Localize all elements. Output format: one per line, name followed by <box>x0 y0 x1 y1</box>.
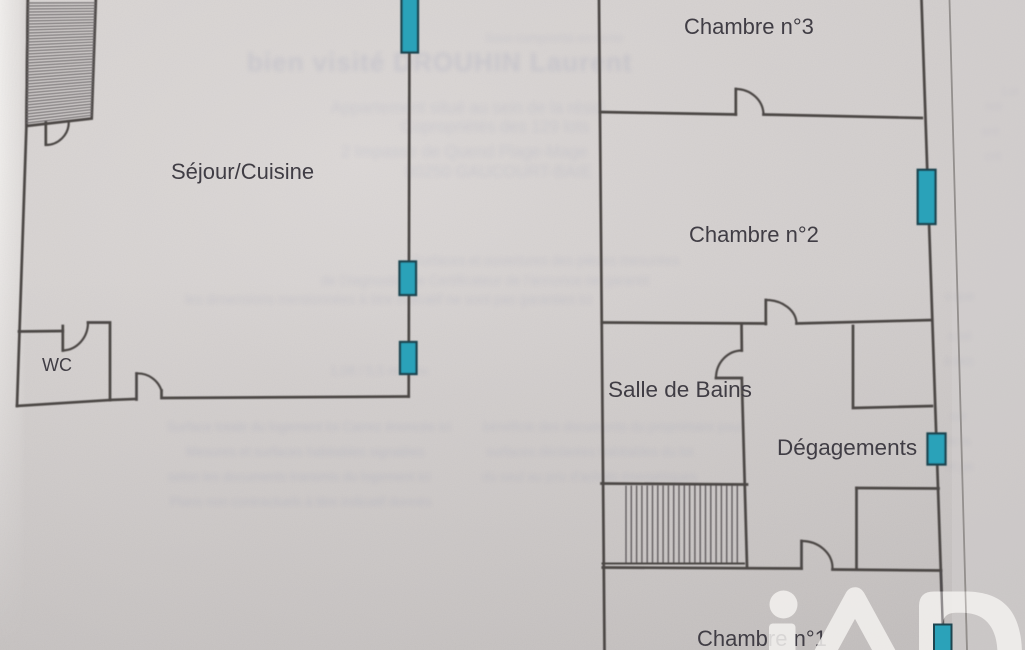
svg-text:bien visité DROUHIN Laurent: bien visité DROUHIN Laurent <box>247 47 632 77</box>
svg-text:Chambre n°1: Chambre n°1 <box>697 626 827 650</box>
svg-text:Chambre n°3: Chambre n°3 <box>684 14 814 39</box>
svg-text:surfaces déclarées habitables: surfaces déclarées habitables du lot <box>486 444 694 459</box>
svg-text:Appartement situé au sein de l: Appartement situé au sein de la résid. <box>331 99 608 117</box>
svg-text:Salle de Bains: Salle de Bains <box>608 377 752 402</box>
svg-text:selon les documents transmis d: selon les documents transmis du logement… <box>168 469 430 484</box>
svg-text:Surfaces et ouvertures des piè: Surfaces et ouvertures des pièces mesuré… <box>412 253 679 268</box>
svg-text:Loi: Loi <box>1002 84 1018 98</box>
svg-text:Dégagements: Dégagements <box>777 435 917 460</box>
svg-text:crit: crit <box>985 149 1002 163</box>
svg-text:Copropriétés des 129 lots: Copropriétés des 129 lots <box>401 118 589 136</box>
svg-text:et ga: et ga <box>946 459 973 473</box>
svg-text:de la: de la <box>944 434 970 448</box>
svg-text:Surface totale du logement loi: Surface totale du logement loi Carrez én… <box>167 419 451 434</box>
svg-text:80250 GAUCOURT-BAIE: 80250 GAUCOURT-BAIE <box>405 163 592 181</box>
svg-text:ent: ent <box>982 124 999 138</box>
svg-text:les dimensions mentionnées à t: les dimensions mentionnées à titre indic… <box>185 292 592 307</box>
svg-text:Chambre n°2: Chambre n°2 <box>689 222 819 247</box>
svg-text:du seul au prix d'achats énerg: du seul au prix d'achats énergétiques <box>482 469 697 484</box>
svg-text:Plans non contractuels à titre: Plans non contractuels à titre indicatif… <box>170 494 432 509</box>
svg-text:Mesures et surfaces habitables: Mesures et surfaces habitables signalées <box>186 444 425 459</box>
svg-text:2 Impasse de Quend Plage-Mage: 2 Impasse de Quend Plage-Mage <box>341 143 588 161</box>
svg-text:WC: WC <box>42 355 72 375</box>
svg-text:bénéficie des documents du pro: bénéficie des documents du propriétaire … <box>483 419 745 434</box>
svg-text:Sous compromis en vente: Sous compromis en vente <box>485 31 624 45</box>
svg-text:sur: sur <box>950 409 967 423</box>
svg-text:not: not <box>985 99 1002 113</box>
svg-text:s que: s que <box>945 289 975 303</box>
svg-text:Séjour/Cuisine: Séjour/Cuisine <box>171 159 314 184</box>
